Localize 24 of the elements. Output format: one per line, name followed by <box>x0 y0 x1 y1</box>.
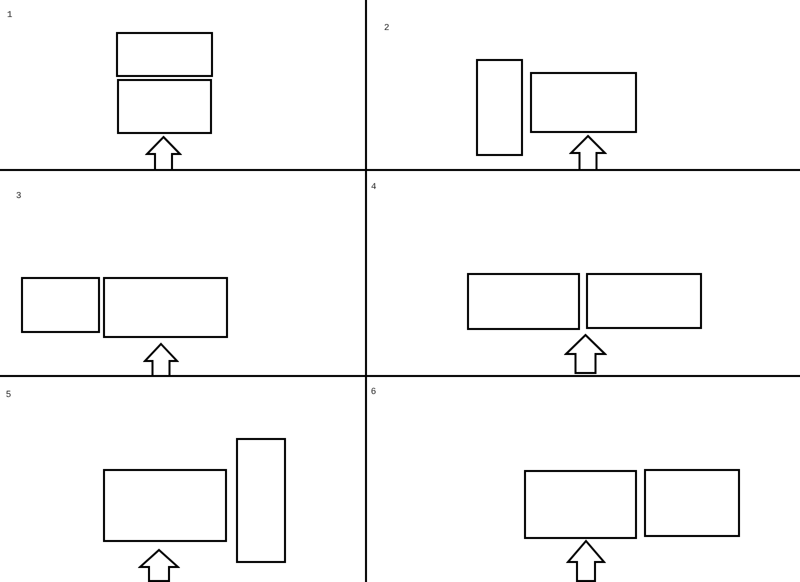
empty-rectangle <box>644 469 740 537</box>
empty-rectangle <box>236 438 286 563</box>
block-arrow <box>145 135 182 172</box>
empty-rectangle <box>103 469 227 542</box>
block-arrow <box>569 134 607 172</box>
block-arrow <box>564 333 606 375</box>
empty-rectangle <box>524 470 637 539</box>
empty-rectangle <box>103 277 228 338</box>
panel-number: 6 <box>371 386 376 397</box>
panel-number: 4 <box>371 182 376 193</box>
empty-rectangle <box>117 79 212 134</box>
panel-number: 3 <box>16 191 22 202</box>
empty-rectangle <box>116 32 213 77</box>
block-arrow <box>566 539 606 582</box>
panel-number: 1 <box>7 10 12 21</box>
block-arrow <box>143 342 179 378</box>
empty-rectangle <box>467 273 580 330</box>
panel-number: 2 <box>384 23 390 34</box>
empty-rectangle <box>530 72 637 133</box>
panel-number: 5 <box>6 389 12 400</box>
empty-rectangle <box>21 277 100 333</box>
empty-rectangle <box>476 59 523 156</box>
empty-rectangle <box>586 273 702 329</box>
block-arrow <box>138 548 180 582</box>
